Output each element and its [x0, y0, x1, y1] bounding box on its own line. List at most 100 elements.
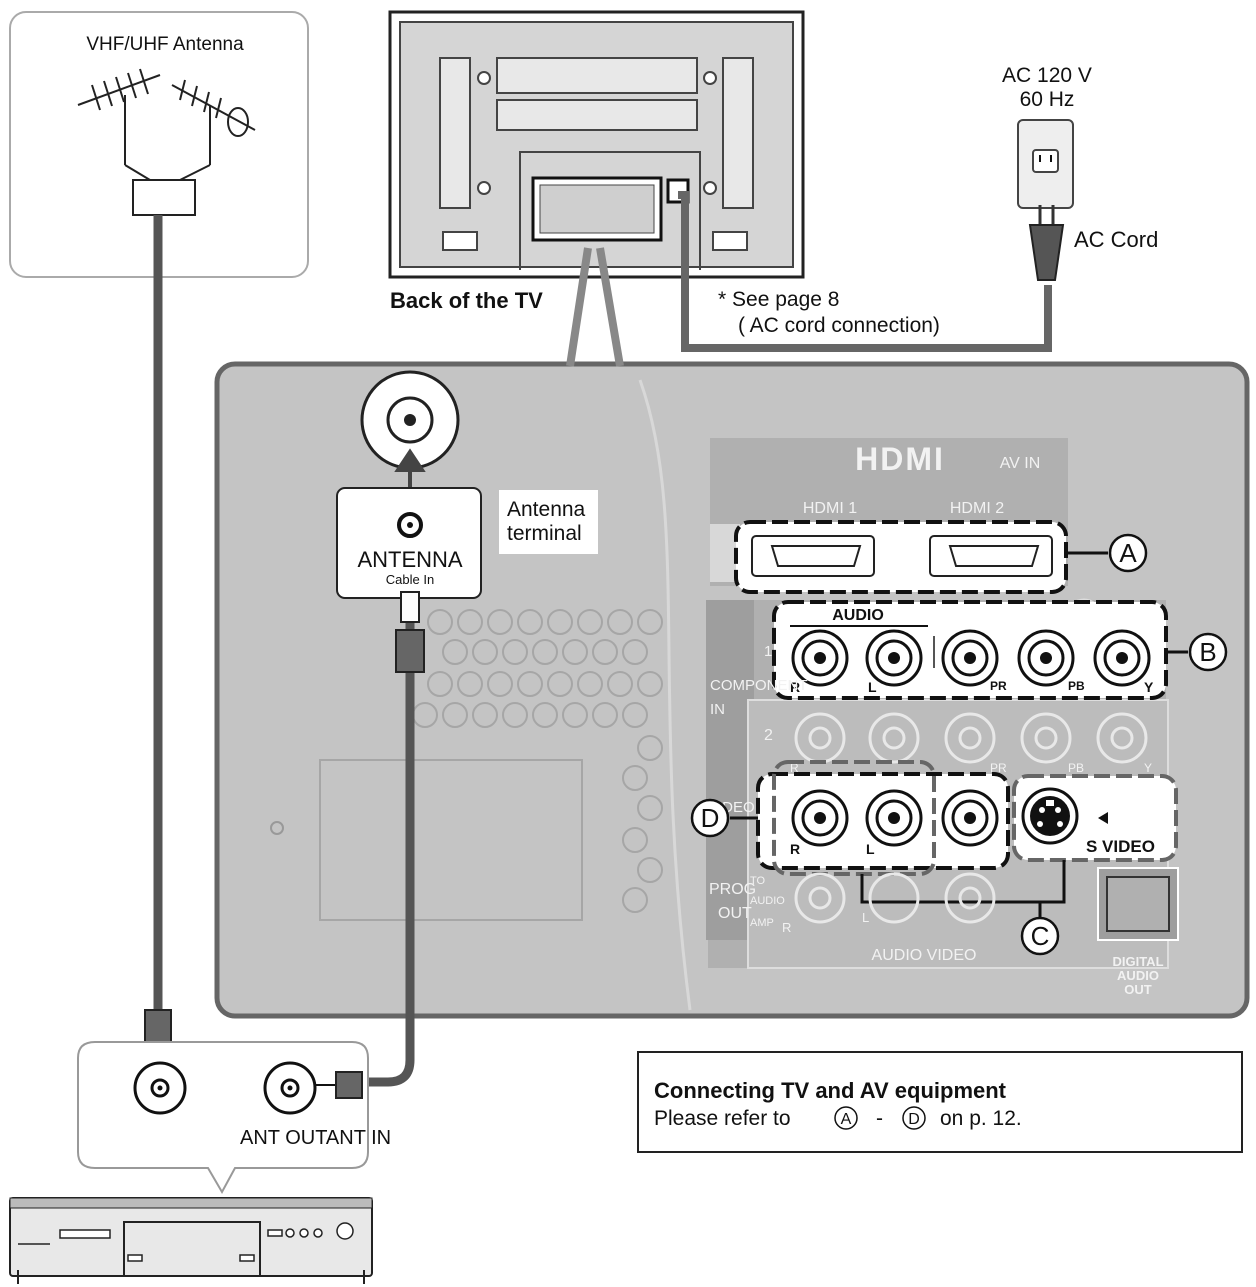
wall-outlet-icon	[1017, 119, 1074, 209]
antenna-callout-bg	[499, 490, 598, 554]
panel-recess	[319, 759, 583, 921]
rca-jack-component-r	[791, 629, 849, 687]
callout-d-badge	[690, 798, 730, 838]
row2-label: 2	[764, 727, 773, 744]
callout-c-badge	[1020, 916, 1060, 956]
tv-back-label: Back of the TV	[390, 288, 543, 313]
rca-jack-component-l	[865, 629, 923, 687]
antenna-adapter-icon	[132, 179, 196, 216]
antenna-box: VHF/UHF Antenna	[9, 11, 309, 278]
antenna-terminal-subtitle: Cable In	[386, 572, 434, 587]
callout-b-badge	[1188, 632, 1228, 672]
group-c-audio-outline	[772, 760, 936, 876]
note-range-to: D	[908, 1111, 920, 1128]
row2-jacks	[794, 712, 1148, 764]
antenna-terminal-title: ANTENNA	[357, 547, 462, 572]
hdmi2-label: HDMI 2	[950, 500, 1004, 517]
callout-c-letter: C	[1031, 921, 1050, 951]
av-in-label: AV IN	[1000, 455, 1041, 472]
coax-plug-icon	[400, 591, 420, 623]
antenna-callout-line2: terminal	[507, 522, 582, 545]
component-r-label: R	[790, 679, 800, 695]
to-label: TO	[750, 875, 766, 887]
ant-in-jack	[263, 1061, 317, 1115]
ac-plug-icon	[1028, 205, 1065, 281]
zoom-callout	[566, 247, 624, 367]
antenna-callout-line1: Antenna	[507, 498, 586, 521]
rca-jack-video-r	[791, 789, 849, 847]
rca-jack-video-l	[865, 789, 923, 847]
note-box	[637, 1051, 1243, 1153]
cable-to-box	[355, 598, 415, 1087]
cable-box-label: ANT OUTANT IN	[240, 1127, 391, 1149]
set-top-box-icon	[9, 1197, 373, 1284]
component-in-label: IN	[710, 701, 725, 718]
row2-y-label: Y	[1144, 761, 1152, 775]
ac-cord	[678, 191, 1052, 352]
note-dash: -	[876, 1107, 883, 1130]
ant-out-jack	[133, 1061, 187, 1115]
digital-label-line1: DIGITAL	[1112, 954, 1163, 969]
audio-header: AUDIO	[832, 607, 884, 624]
note-text-prefix: Please refer to	[654, 1107, 791, 1130]
antenna-icon	[77, 68, 256, 181]
panel-screw-icon	[270, 821, 284, 835]
prog-r-label: R	[782, 920, 791, 935]
component-y-label: Y	[1144, 679, 1154, 695]
f-connector-icon	[395, 629, 425, 673]
power-note-line1: * See page 8	[718, 288, 839, 311]
digital-label-line3: OUT	[1124, 982, 1152, 997]
antenna-terminal-enlarged	[360, 370, 460, 470]
component-pb-label: PB	[1068, 679, 1085, 693]
power-note-line2: ( AC cord connection)	[738, 314, 940, 337]
cable-box-panel	[77, 1041, 369, 1195]
hdmi1-port	[751, 535, 875, 577]
power-frequency: 60 Hz	[1020, 88, 1075, 111]
note-range-from-badge	[834, 1106, 858, 1130]
up-arrow-icon	[394, 448, 426, 488]
hdmi2-port	[929, 535, 1053, 577]
callout-line-c	[860, 860, 1066, 918]
ant-in-connector-icon	[335, 1071, 363, 1099]
callout-b-letter: B	[1199, 637, 1216, 667]
video-r-label: R	[790, 841, 800, 857]
s-video-label: S VIDEO	[1086, 837, 1155, 856]
amp-label: AMP	[750, 917, 774, 929]
note-title: Connecting TV and AV equipment	[654, 1078, 1007, 1103]
audio-video-label: AUDIO VIDEO	[872, 947, 977, 964]
note-range-from: A	[841, 1111, 852, 1128]
video-l-label: L	[866, 841, 875, 857]
row1-label: 1	[764, 643, 772, 660]
callout-d-letter: D	[701, 803, 720, 833]
antenna-cable-connector-icon	[144, 1009, 172, 1047]
out-label: OUT	[718, 905, 752, 922]
digital-label-line2: AUDIO	[1117, 968, 1159, 983]
prog-out-jacks	[794, 872, 996, 924]
note-range-to-badge	[902, 1106, 926, 1130]
row2-r-label: R	[790, 761, 799, 775]
antenna-label: VHF/UHF Antenna	[86, 34, 244, 55]
s-video-jack	[1021, 787, 1079, 845]
row2-pb-label: PB	[1068, 761, 1084, 775]
callout-a-badge	[1108, 533, 1148, 573]
component-label: COMPONENT	[710, 677, 808, 694]
audio-small-label: AUDIO	[750, 895, 785, 907]
component-l-label: L	[868, 679, 877, 695]
ac-cord-label: AC Cord	[1074, 227, 1158, 252]
hdmi-logo: HDMI	[855, 441, 945, 477]
callout-a-letter: A	[1119, 538, 1137, 568]
power-voltage: AC 120 V	[1002, 64, 1092, 87]
component-pr-label: PR	[990, 679, 1007, 693]
panel-cord-channel	[638, 379, 692, 1011]
prog-label: PROG	[709, 881, 756, 898]
prog-l-label: L	[862, 910, 869, 925]
hdmi1-label: HDMI 1	[803, 500, 857, 517]
rca-jack-component-y	[1093, 629, 1151, 687]
rca-jack-component-pr	[941, 629, 999, 687]
rca-jack-video	[941, 789, 999, 847]
rca-jack-component-pb	[1017, 629, 1075, 687]
note-text-suffix: on p. 12.	[940, 1107, 1022, 1130]
row2-pr-label: PR	[990, 761, 1007, 775]
